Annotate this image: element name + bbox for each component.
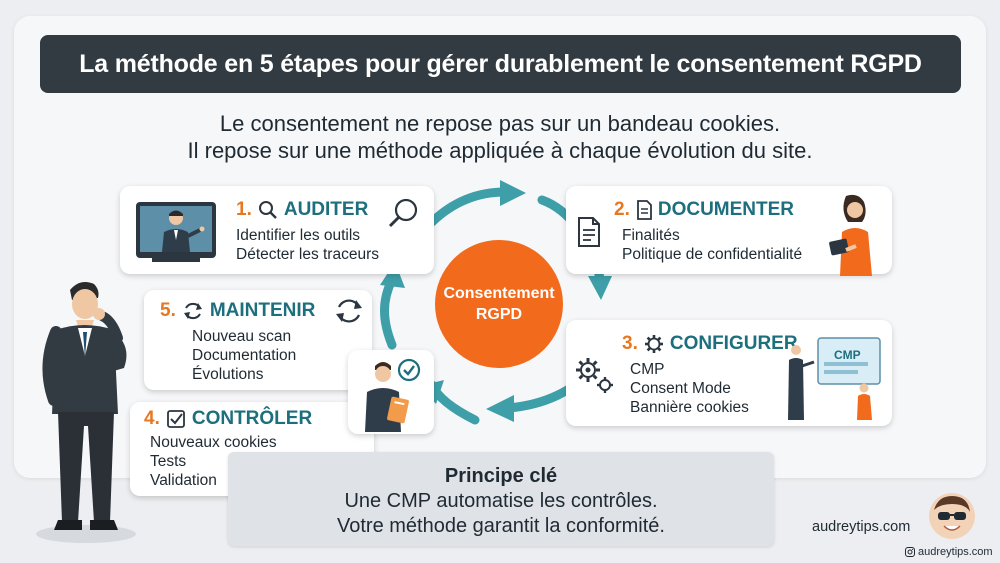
thinking-man-illustration (28, 276, 138, 546)
step-title-3: 3. CONFIGURER (622, 333, 798, 355)
large-magnifier-icon (386, 196, 422, 232)
step-title-5: 5. MAINTENIR (160, 300, 315, 322)
step-line: Bannière cookies (630, 398, 749, 417)
step-name: MAINTENIR (210, 300, 316, 322)
refresh-icon (182, 300, 204, 322)
step-number: 1. (236, 199, 252, 221)
principle-line-1: Une CMP automatise les contrôles. (228, 489, 774, 514)
step-name: DOCUMENTER (658, 199, 794, 221)
step-line: CMP (630, 360, 749, 379)
page-title: La méthode en 5 étapes pour gérer durabl… (40, 35, 961, 93)
cmp-screen-label: CMP (834, 348, 861, 362)
instagram-icon (905, 547, 915, 557)
author-avatar (928, 492, 976, 540)
step-title-1: 1. AUDITER (236, 199, 368, 221)
step-number: 2. (614, 199, 630, 221)
footer-instagram-handle: audreytips.com (918, 546, 993, 558)
small-document-icon (636, 200, 652, 220)
step-card-maintenir: 5. MAINTENIR Nouveau scan Documentation … (144, 290, 372, 390)
presenter-screen-illustration (132, 194, 222, 264)
principle-title: Principe clé (228, 464, 774, 489)
step-line: Politique de confidentialité (622, 245, 802, 264)
step-line: Consent Mode (630, 379, 749, 398)
team-cmp-screen-illustration (780, 322, 886, 422)
step-line: Finalités (622, 226, 802, 245)
large-refresh-icon (334, 296, 364, 326)
step-title-4: 4. CONTRÔLER (144, 408, 312, 430)
step-number: 3. (622, 333, 638, 355)
step-line: Évolutions (192, 365, 296, 384)
document-icon (576, 216, 602, 248)
step-line: Nouveau scan (192, 327, 296, 346)
subtitle: Le consentement ne repose pas sur un ban… (0, 110, 1000, 164)
center-line-1: Consentement (443, 283, 554, 304)
step-line: Détecter les traceurs (236, 245, 379, 264)
step-name: AUDITER (284, 199, 368, 221)
step-lines: Identifier les outils Détecter les trace… (236, 226, 379, 264)
gears-icon (574, 356, 616, 396)
principle-line-2: Votre méthode garantit la conformité. (228, 514, 774, 539)
step-card-configurer: 3. CONFIGURER CMP Consent Mode Bannière … (566, 320, 892, 426)
gear-icon (644, 334, 664, 354)
step-number: 5. (160, 300, 176, 322)
step-lines: Finalités Politique de confidentialité (622, 226, 802, 264)
checklist-person-card (348, 350, 434, 434)
step-card-auditer: 1. AUDITER Identifier les outils Détecte… (120, 186, 434, 274)
checkbox-icon (166, 409, 186, 429)
center-circle: Consentement RGPD (435, 240, 563, 368)
subtitle-line-1: Le consentement ne repose pas sur un ban… (0, 110, 1000, 137)
step-line: Documentation (192, 346, 296, 365)
step-lines: Nouveau scan Documentation Évolutions (192, 327, 296, 384)
woman-with-tablet-illustration (824, 192, 884, 276)
step-name: CONTRÔLER (192, 408, 312, 430)
person-with-clipboard-illustration (351, 352, 431, 432)
center-line-2: RGPD (476, 304, 522, 325)
magnifier-icon (258, 200, 278, 220)
footer-site: audreytips.com (812, 519, 910, 535)
step-lines: CMP Consent Mode Bannière cookies (630, 360, 749, 417)
subtitle-line-2: Il repose sur une méthode appliquée à ch… (0, 137, 1000, 164)
step-line: Nouveaux cookies (150, 433, 277, 452)
key-principle-box: Principe clé Une CMP automatise les cont… (228, 452, 774, 546)
step-number: 4. (144, 408, 160, 430)
step-title-2: 2. DOCUMENTER (614, 199, 794, 221)
footer-instagram: audreytips.com (905, 546, 993, 558)
step-name: CONFIGURER (670, 333, 798, 355)
step-line: Identifier les outils (236, 226, 379, 245)
step-card-documenter: 2. DOCUMENTER Finalités Politique de con… (566, 186, 892, 274)
